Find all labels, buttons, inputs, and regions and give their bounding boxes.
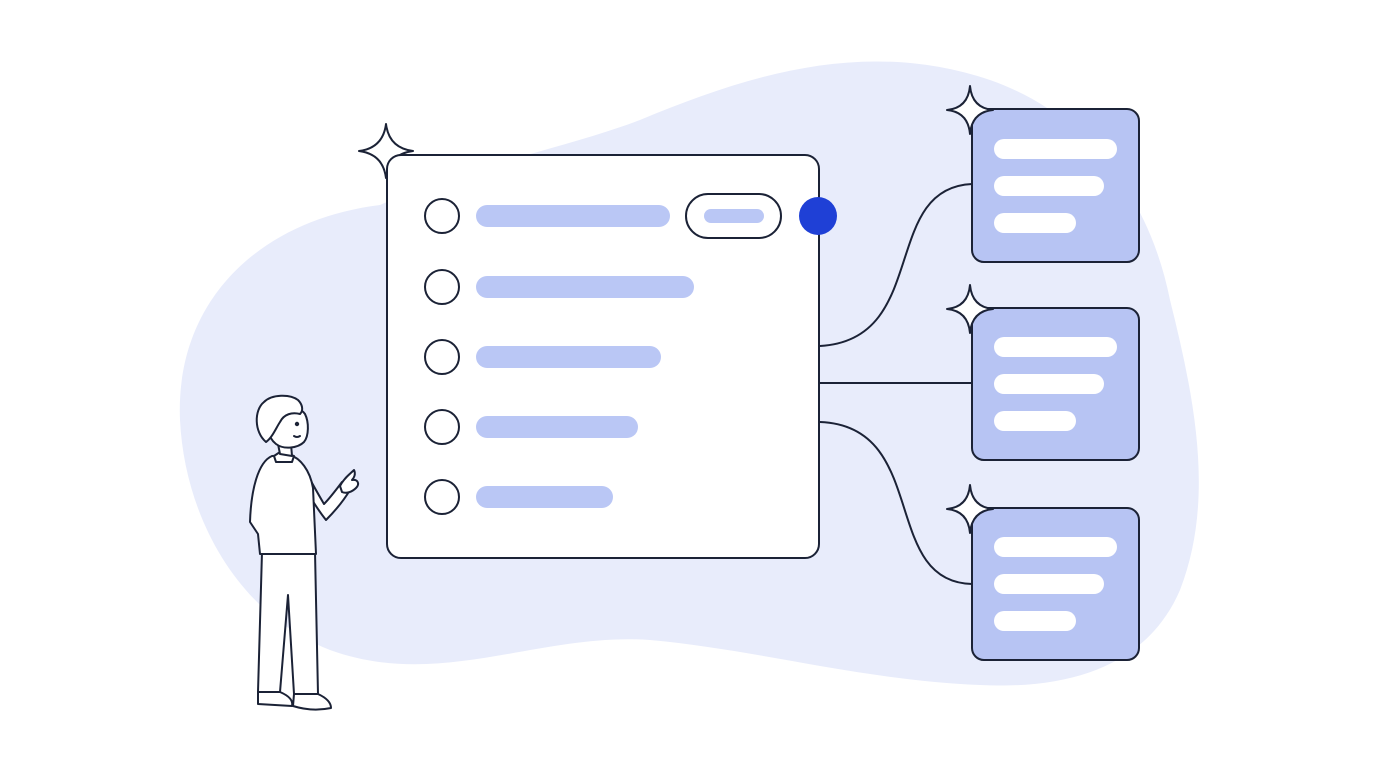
- card-text-line: [994, 574, 1104, 594]
- text-placeholder-bar: [476, 416, 638, 438]
- text-placeholder-bar: [476, 346, 661, 368]
- card-text-line: [994, 213, 1076, 233]
- branch-card[interactable]: [946, 284, 1140, 461]
- text-placeholder-bar: [476, 205, 670, 227]
- person-figure: [249, 394, 360, 711]
- person-hand: [339, 469, 360, 494]
- branch-card[interactable]: [946, 85, 1140, 263]
- person-mouth: [293, 435, 301, 438]
- person-shoe-right: [292, 693, 332, 711]
- card-text-line: [994, 374, 1104, 394]
- card-text-line: [994, 337, 1117, 357]
- connector-dot[interactable]: [799, 197, 837, 235]
- card-text-line: [994, 411, 1076, 431]
- branch-card[interactable]: [946, 484, 1140, 661]
- person-torso: [249, 454, 317, 555]
- card-text-line: [994, 176, 1104, 196]
- main-panel: [386, 154, 820, 559]
- radio-button[interactable]: [424, 409, 460, 445]
- card-text-line: [994, 139, 1117, 159]
- sparkle-icon: [946, 484, 994, 534]
- branch-connectors: [819, 183, 973, 585]
- radio-button[interactable]: [424, 269, 460, 305]
- panel-row[interactable]: [424, 269, 694, 305]
- card-text-line: [994, 611, 1076, 631]
- person-shoe-left: [257, 691, 294, 707]
- connector-curve-top: [819, 183, 973, 347]
- text-placeholder-bar: [476, 276, 694, 298]
- person-hair: [255, 394, 304, 443]
- person-eye: [294, 421, 300, 427]
- panel-row[interactable]: [424, 193, 782, 239]
- sparkle-icon: [946, 85, 994, 135]
- panel-row[interactable]: [424, 339, 661, 375]
- radio-button[interactable]: [424, 339, 460, 375]
- panel-row[interactable]: [424, 479, 613, 515]
- radio-button[interactable]: [424, 198, 460, 234]
- card-text-line: [994, 537, 1117, 557]
- text-placeholder-bar: [476, 486, 613, 508]
- pill-toggle-label-bar: [704, 209, 764, 223]
- panel-row[interactable]: [424, 409, 638, 445]
- radio-button[interactable]: [424, 479, 460, 515]
- connector-curve-bottom: [819, 421, 973, 585]
- sparkle-icon: [946, 284, 994, 334]
